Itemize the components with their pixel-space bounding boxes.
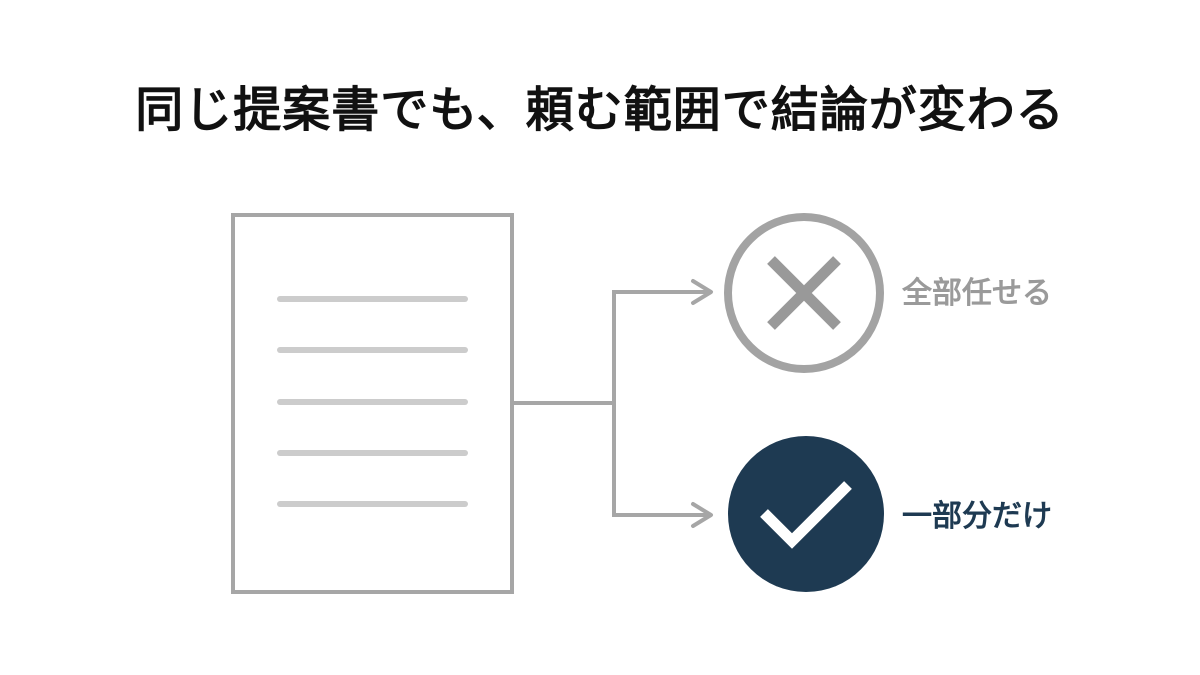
branch-connector — [512, 290, 708, 517]
check-icon — [728, 436, 884, 592]
document-icon — [231, 213, 514, 594]
option-label-full-delegation: 全部任せる — [902, 276, 1052, 311]
arrow-right-icon — [691, 502, 713, 528]
arrow-right-icon — [691, 279, 713, 305]
option-label-partial: 一部分だけ — [902, 499, 1052, 534]
page-title: 同じ提案書でも、頼む範囲で結論が変わる — [135, 82, 1065, 138]
cross-icon — [724, 213, 884, 373]
